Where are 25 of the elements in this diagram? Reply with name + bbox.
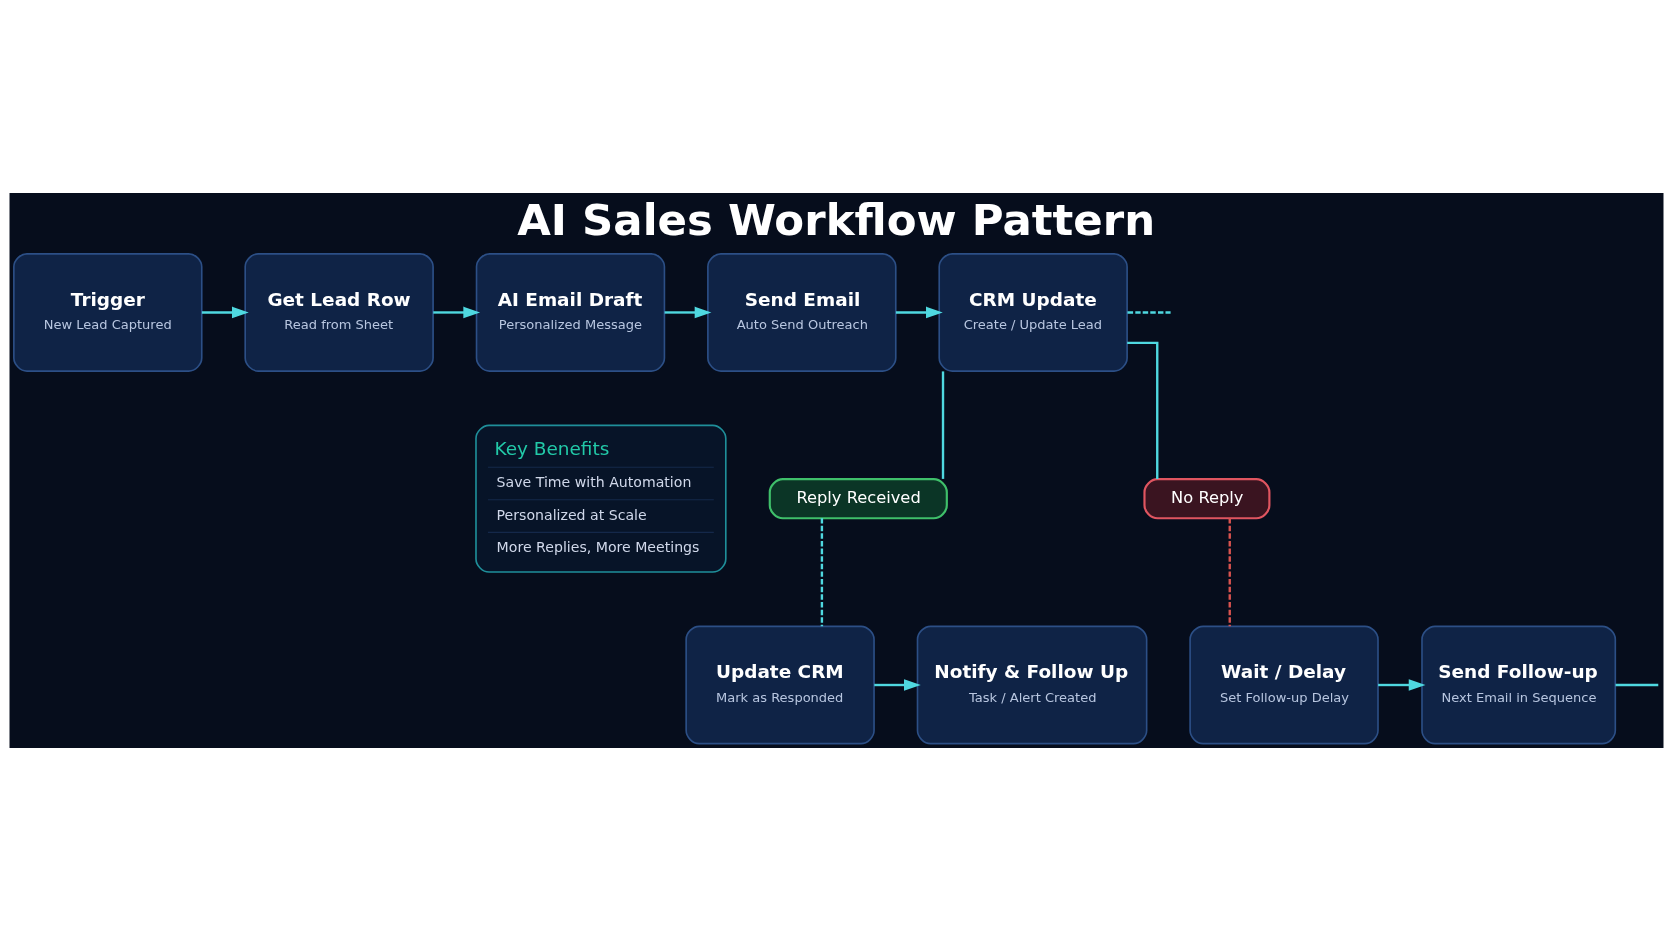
node-box: No Reply: [1142, 478, 1270, 520]
arrow: [1377, 679, 1425, 691]
node-box: Send Email Auto Send Outreach: [706, 253, 897, 372]
arrow: [432, 306, 480, 319]
connector: [1126, 341, 1158, 479]
node-box: Reply Received: [768, 478, 948, 520]
node-box: Update CRM Mark as Responded: [684, 625, 875, 745]
node-box: Notify & Follow Up Task / Alert Created: [916, 625, 1147, 745]
node-box: AI Email Draft Personalized Message: [475, 253, 665, 372]
connector: [820, 518, 823, 627]
connector: [1228, 518, 1231, 627]
arrow: [664, 306, 711, 319]
connector: [941, 371, 944, 479]
node-box: Key Benefits Save Time with Automation Personalized at Scale More Replies, More Meetings: [474, 424, 727, 573]
diagram-title: AI Sales Workflow Pattern: [516, 195, 1155, 246]
arrow: [895, 306, 943, 319]
connector: [1615, 683, 1658, 687]
node-box: Get Lead Row Read from Sheet: [243, 253, 434, 372]
node-box: Wait / Delay Set Follow-up Delay: [1188, 625, 1379, 745]
arrow: [873, 679, 921, 691]
node-box: Send Follow-up Next Email in Sequence: [1420, 625, 1616, 745]
node-box: Trigger New Lead Captured: [12, 253, 203, 372]
connector: [1126, 311, 1171, 314]
node-box: CRM Update Create / Update Lead: [937, 253, 1128, 372]
arrow: [201, 306, 249, 319]
